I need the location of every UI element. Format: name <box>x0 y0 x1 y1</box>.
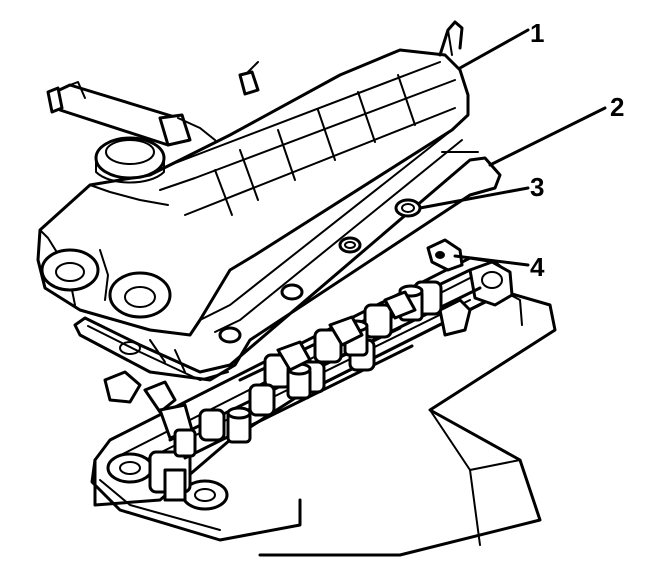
leader-4 <box>453 254 530 267</box>
camshafts <box>168 268 482 460</box>
valve-cover-gasket <box>73 151 502 382</box>
leader-1 <box>458 28 530 70</box>
valve-cover <box>36 20 470 344</box>
leader-3 <box>418 186 530 210</box>
leader-2 <box>488 106 607 167</box>
callout-3: 3 <box>530 172 544 202</box>
bolt-seal <box>394 198 422 218</box>
cylinder-head <box>90 256 557 557</box>
callout-2: 2 <box>610 92 624 122</box>
callout-4: 4 <box>530 252 545 282</box>
callout-1: 1 <box>530 18 544 48</box>
half-moon-plug <box>426 238 464 272</box>
callout-leaders <box>418 28 607 267</box>
